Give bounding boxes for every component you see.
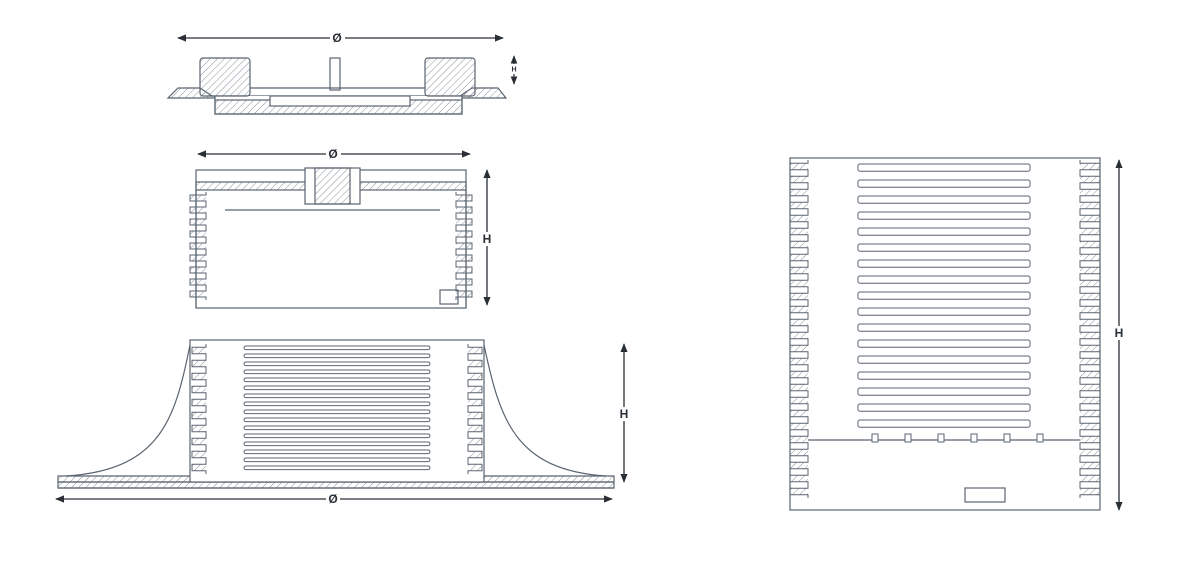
extension-right-thread: [1079, 160, 1101, 498]
extension-slot: [857, 211, 1031, 220]
base-slot: [243, 441, 431, 447]
adjuster-dimension-diameter: [197, 147, 471, 161]
top-cap-height-label: H: [511, 66, 517, 74]
adjuster-left-thread: [189, 192, 207, 300]
base-slot: [243, 377, 431, 383]
extension-slot: [857, 243, 1031, 252]
top-cap-dimension-height: [509, 55, 519, 85]
extension-slot: [857, 195, 1031, 204]
extension-slot: [857, 355, 1031, 364]
extension-slot: [857, 291, 1031, 300]
base-slot: [243, 449, 431, 455]
adjuster-diameter-label: Ø: [328, 147, 338, 161]
extension-notch: [970, 433, 978, 443]
extension-notch: [1003, 433, 1011, 443]
extension-notch: [1036, 433, 1044, 443]
base-slot: [243, 433, 431, 439]
base-slot: [243, 393, 431, 399]
extension-dimension-height: [1112, 159, 1126, 511]
base-dimension-height: [617, 343, 631, 483]
base-left-thread: [191, 344, 207, 474]
base-slot: [243, 369, 431, 375]
top-cap-dimension-diameter: [177, 31, 504, 45]
base-slot: [243, 361, 431, 367]
extension-notch: [937, 433, 945, 443]
extension-height-label: H: [1114, 326, 1124, 340]
base-slot: [243, 417, 431, 423]
base-slot: [243, 409, 431, 415]
base-slot: [243, 345, 431, 351]
base-slot: [243, 385, 431, 391]
base-slot: [243, 425, 431, 431]
extension-notch: [871, 433, 879, 443]
extension-slot: [857, 179, 1031, 188]
base-height-label: H: [619, 407, 629, 421]
extension-slot: [857, 259, 1031, 268]
base-diameter-label: Ø: [328, 492, 338, 506]
extension-slot: [857, 307, 1031, 316]
base-slot: [243, 353, 431, 359]
extension-notch: [904, 433, 912, 443]
base-slot: [243, 465, 431, 471]
extension-tube-part: [789, 157, 1101, 511]
adjuster-height-label: H: [482, 232, 492, 246]
top-cap-diameter-label: Ø: [332, 31, 342, 45]
base-slot: [243, 457, 431, 463]
extension-slot: [857, 275, 1031, 284]
base-right-thread: [467, 344, 483, 474]
extension-left-thread: [789, 160, 809, 498]
extension-slot: [857, 227, 1031, 236]
top-cap-part: [166, 57, 508, 115]
extension-slot: [857, 387, 1031, 396]
extension-slot: [857, 163, 1031, 172]
adjuster-dimension-height: [480, 169, 494, 306]
extension-slot: [857, 339, 1031, 348]
extension-slot: [857, 323, 1031, 332]
adjuster-head-part: [189, 167, 473, 309]
extension-slot: [857, 419, 1031, 428]
base-dimension-diameter: [55, 492, 613, 506]
base-slot: [243, 401, 431, 407]
extension-slot: [857, 403, 1031, 412]
base-support-part: [57, 339, 615, 489]
adjuster-right-thread: [455, 192, 473, 300]
extension-slot: [857, 371, 1031, 380]
